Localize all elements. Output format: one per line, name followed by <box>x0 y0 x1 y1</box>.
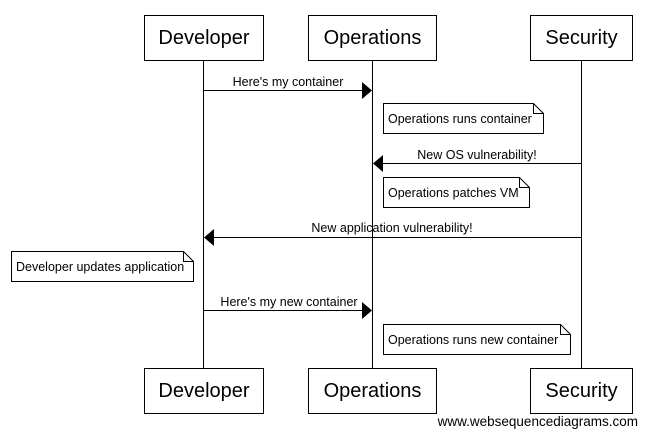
participant-developer-bottom: Developer <box>144 368 264 414</box>
note-1-shape <box>383 103 544 134</box>
participant-developer-top: Developer <box>144 15 264 61</box>
note-1-text: Operations runs container <box>388 112 532 126</box>
message-arrow-4-head <box>362 302 372 319</box>
note-4-fold <box>560 324 571 335</box>
note-2-fold <box>519 177 530 188</box>
note-4-shape <box>383 324 571 355</box>
note-1-fold <box>533 103 544 114</box>
participant-operations-bottom: Operations <box>308 368 437 414</box>
note-2-shape <box>383 177 530 208</box>
message-label-2: New OS vulnerability! <box>417 148 537 162</box>
message-label-3: New application vulnerability! <box>311 221 473 235</box>
participant-security-top: Security <box>530 15 633 61</box>
message-label-1: Here's my container <box>232 75 344 89</box>
note-4-text: Operations runs new container <box>388 333 559 347</box>
note-3-shape <box>11 251 194 282</box>
participant-security-bottom: Security <box>530 368 633 414</box>
message-label-4: Here's my new container <box>220 295 358 309</box>
message-arrow-2-head <box>373 155 383 172</box>
message-arrow-1-head <box>362 82 372 99</box>
note-3-text: Developer updates application <box>16 260 185 274</box>
note-3-fold <box>183 251 194 262</box>
note-2-text: Operations patches VM <box>388 186 519 200</box>
watermark-url: www.websequencediagrams.com <box>437 414 638 429</box>
participant-operations-top: Operations <box>308 15 437 61</box>
message-arrow-3-head <box>204 229 214 246</box>
